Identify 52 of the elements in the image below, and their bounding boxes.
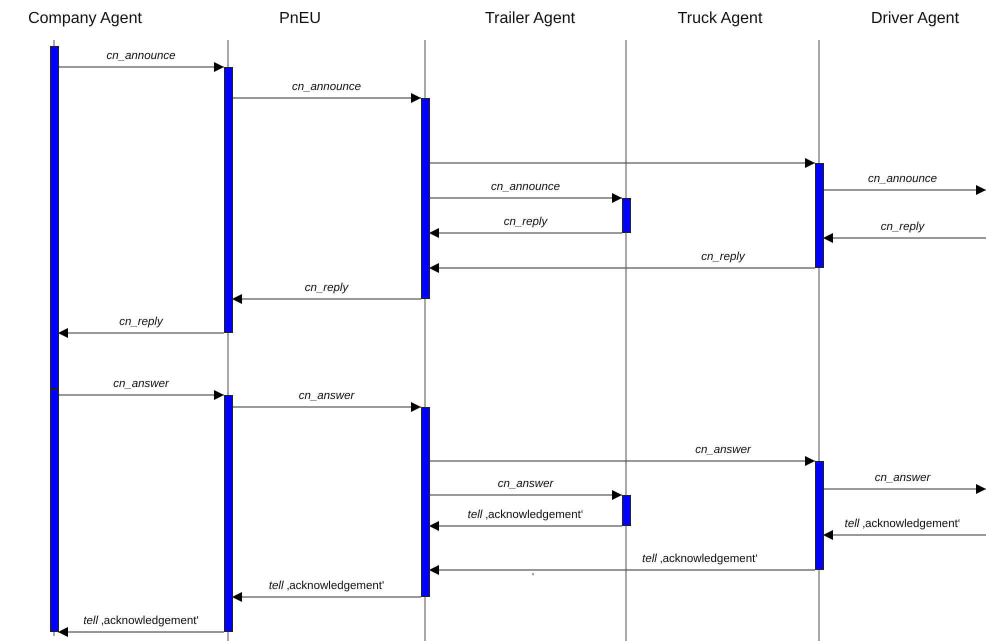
lifeline: [424, 596, 426, 641]
message-label: cn_reply: [502, 215, 550, 229]
message-arrow: [58, 328, 224, 338]
activation-bar: [622, 198, 631, 233]
message-arrow: [58, 62, 224, 72]
lifeline: [424, 298, 426, 408]
message-arrow: [428, 228, 622, 238]
message-label: tell ‚acknowledgement‘: [842, 517, 962, 531]
lifeline: [818, 570, 820, 641]
activation-bar: [50, 389, 59, 632]
message-arrow: [58, 627, 224, 637]
lifeline-header: PnEU: [213, 7, 370, 41]
lifeline-header: Company Agent: [15, 7, 155, 41]
activation-bar: [622, 495, 631, 526]
message-arrow: [822, 484, 986, 494]
message-arrow: [232, 294, 422, 304]
activation-bar: [815, 461, 824, 570]
lifeline-header: Trailer Agent: [410, 7, 600, 41]
message-arrow: [428, 263, 816, 273]
message-label: cn_reply: [117, 315, 165, 329]
message-label: cn_reply: [699, 250, 747, 264]
activation-bar: [50, 46, 59, 389]
activation-bar: [224, 395, 233, 632]
message-arrow: [428, 565, 816, 575]
message-label: tell ‚acknowledgement': [266, 579, 386, 593]
message-arrow: [232, 93, 422, 103]
message-arrow: [428, 456, 816, 466]
activation-bar: [421, 407, 430, 597]
message-arrow: [428, 521, 622, 531]
lifeline-header: Truck Agent: [611, 7, 790, 41]
message-arrow: [428, 490, 622, 500]
message-label: cn_reply: [878, 220, 926, 234]
message-arrow: [232, 402, 422, 412]
message-arrow: [822, 185, 986, 195]
message-label: tell ‚acknowledgement‘: [640, 552, 760, 566]
lifeline: [818, 40, 820, 164]
lifeline: [424, 40, 426, 98]
message-label: tell ‚acknowledgement‘: [466, 508, 586, 522]
activation-bar: [224, 67, 233, 333]
activation-bar: [815, 163, 824, 268]
lifeline-header: Driver Agent: [804, 7, 985, 41]
message-arrow: [822, 530, 986, 540]
message-arrow: [428, 193, 622, 203]
message-arrow: [822, 233, 986, 243]
stray-mark: ': [532, 572, 534, 584]
message-arrow: [58, 390, 224, 400]
message-arrow: [428, 158, 816, 168]
message-label: tell ‚acknowledgement': [81, 614, 201, 628]
lifeline: [818, 268, 820, 462]
message-arrow: [232, 592, 422, 602]
message-label: cn_reply: [302, 281, 350, 295]
activation-bar: [421, 98, 430, 299]
